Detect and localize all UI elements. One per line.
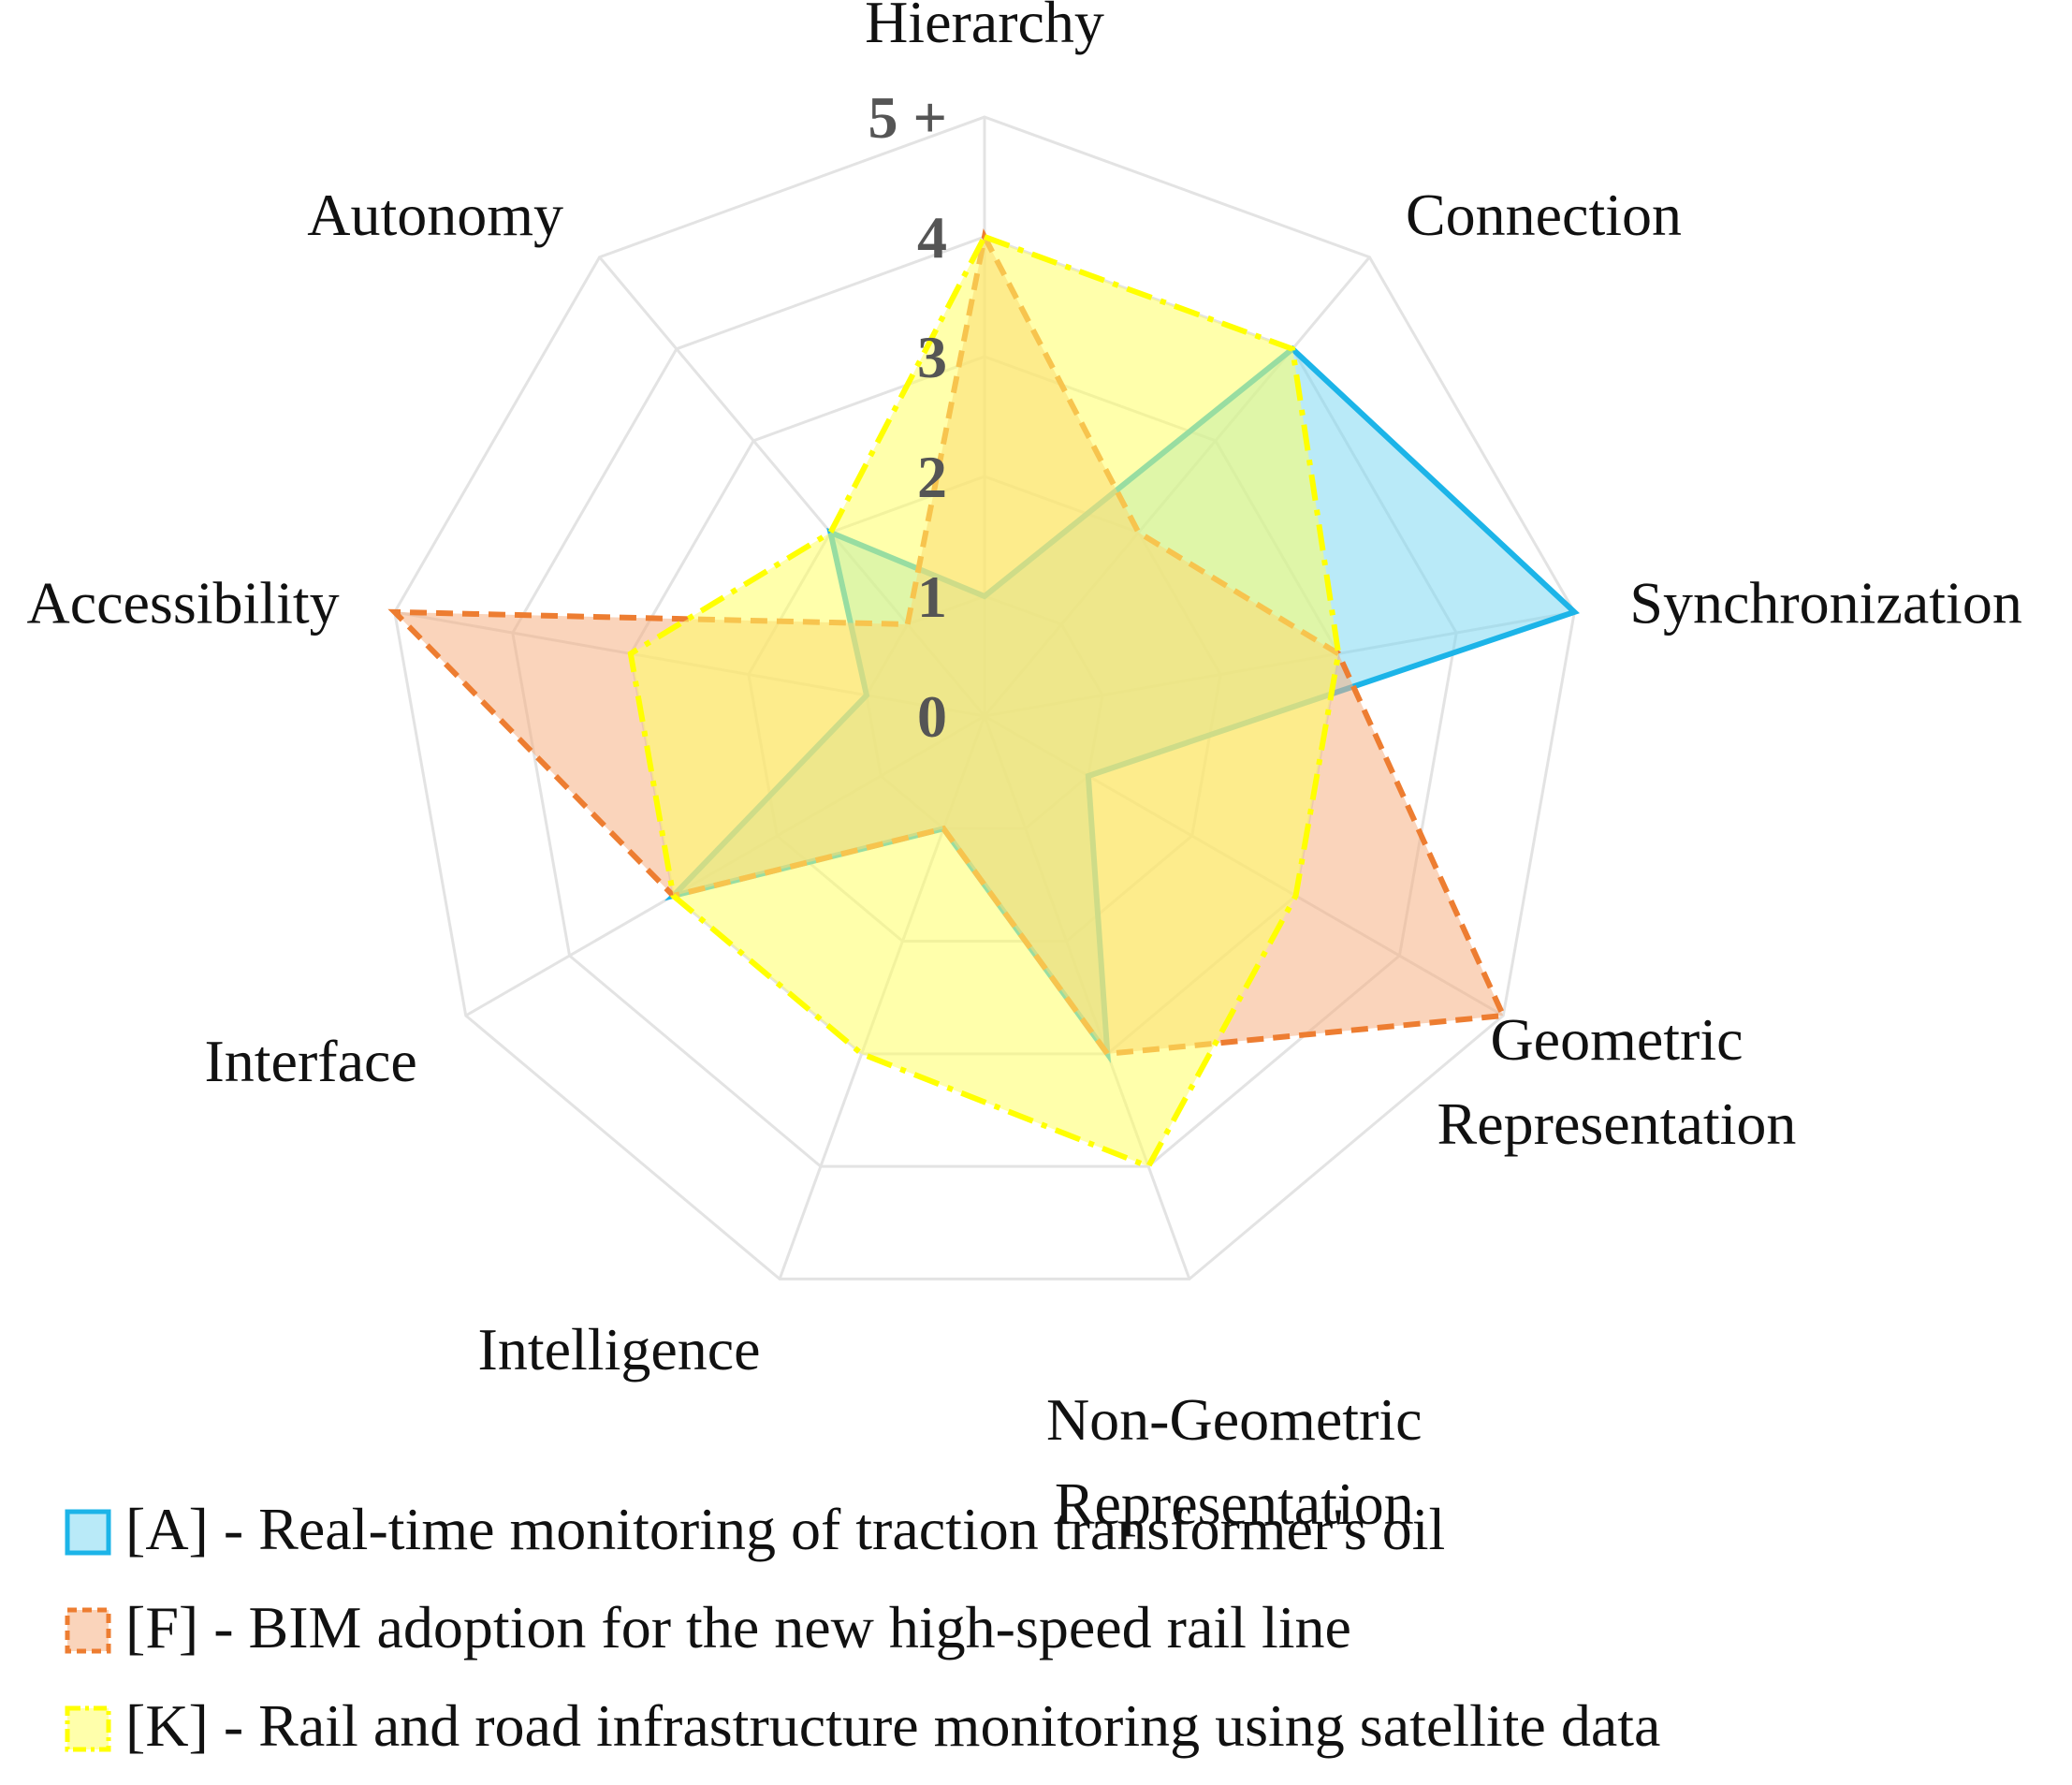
axis-label: Interface	[204, 1028, 416, 1094]
radar-series	[387, 228, 1580, 1170]
tick-label: 5 +	[868, 84, 947, 151]
series-3-polygon	[627, 233, 1342, 1170]
chart-legend: [A] - Real-time monitoring of traction t…	[65, 1496, 1660, 1759]
legend-swatch-3	[65, 1705, 111, 1752]
tick-label: 0	[917, 683, 947, 750]
axis-label: Intelligence	[478, 1316, 761, 1383]
radar-tick-labels: 0 1 2 3 4 5 +	[868, 84, 947, 750]
legend-swatch-2	[65, 1607, 111, 1654]
axis-label: Autonomy	[307, 182, 563, 248]
grid-ring-5	[393, 115, 1576, 1280]
radar-axis-labels: HierarchyConnectionSynchronizationGeomet…	[26, 0, 2021, 1537]
axis-label: Connection	[1406, 182, 1682, 248]
legend-swatch-1	[65, 1509, 111, 1556]
axis-label: Synchronization	[1629, 569, 2021, 636]
legend-label-1: [A] - Real-time monitoring of traction t…	[125, 1496, 1445, 1562]
axis-label: Accessibility	[26, 569, 339, 636]
legend-label-3: [K] - Rail and road infrastructure monit…	[125, 1692, 1660, 1759]
tick-label: 3	[917, 324, 947, 390]
tick-label: 2	[917, 444, 947, 510]
axis-label: Hierarchy	[865, 0, 1104, 55]
legend-label-2: [F] - BIM adoption for the new high-spee…	[125, 1594, 1351, 1661]
tick-label: 1	[917, 563, 947, 630]
tick-label: 4	[917, 204, 947, 271]
